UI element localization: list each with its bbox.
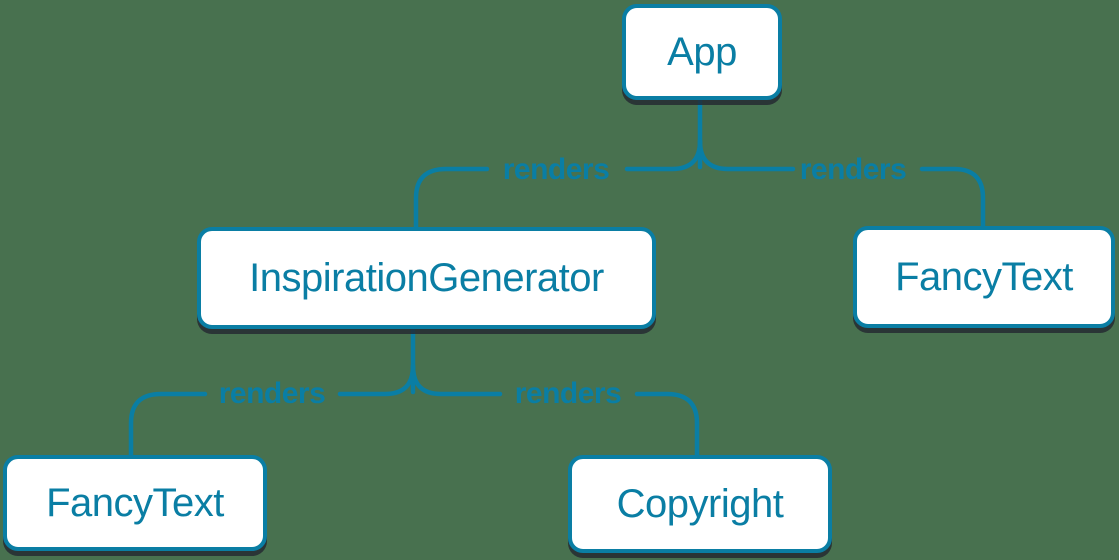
edge-label-inspiration-fancytext: renders <box>218 377 326 410</box>
node-inspiration-generator: InspirationGenerator <box>197 227 656 329</box>
node-inspiration-generator-label: InspirationGenerator <box>249 255 604 300</box>
edge-inspiration-fancytext-line <box>337 363 416 397</box>
node-fancy-text-leaf: FancyText <box>3 455 267 551</box>
node-fancy-text-leaf-label: FancyText <box>46 480 224 525</box>
edge-label-inspiration-copyright: renders <box>514 377 622 410</box>
edge-inspiration-copyright-tail <box>634 391 700 458</box>
node-app: App <box>622 4 782 100</box>
edge-label-app-fancytext: renders <box>799 153 907 186</box>
node-app-label: App <box>667 29 737 74</box>
edge-inspiration-fancytext-tail <box>128 391 208 458</box>
edge-app-inspirationgenerator-tail <box>413 166 490 230</box>
edge-app-fancytext-line <box>697 138 796 172</box>
node-copyright: Copyright <box>568 455 832 553</box>
node-fancy-text-top: FancyText <box>853 226 1115 328</box>
edge-app-inspirationgenerator-line <box>624 138 703 172</box>
edge-app-fancytext-tail <box>919 166 986 229</box>
node-fancy-text-top-label: FancyText <box>895 254 1073 299</box>
edge-label-app-inspirationgenerator: renders <box>502 153 610 186</box>
node-copyright-label: Copyright <box>616 481 784 526</box>
edge-inspiration-copyright-line <box>410 363 503 397</box>
